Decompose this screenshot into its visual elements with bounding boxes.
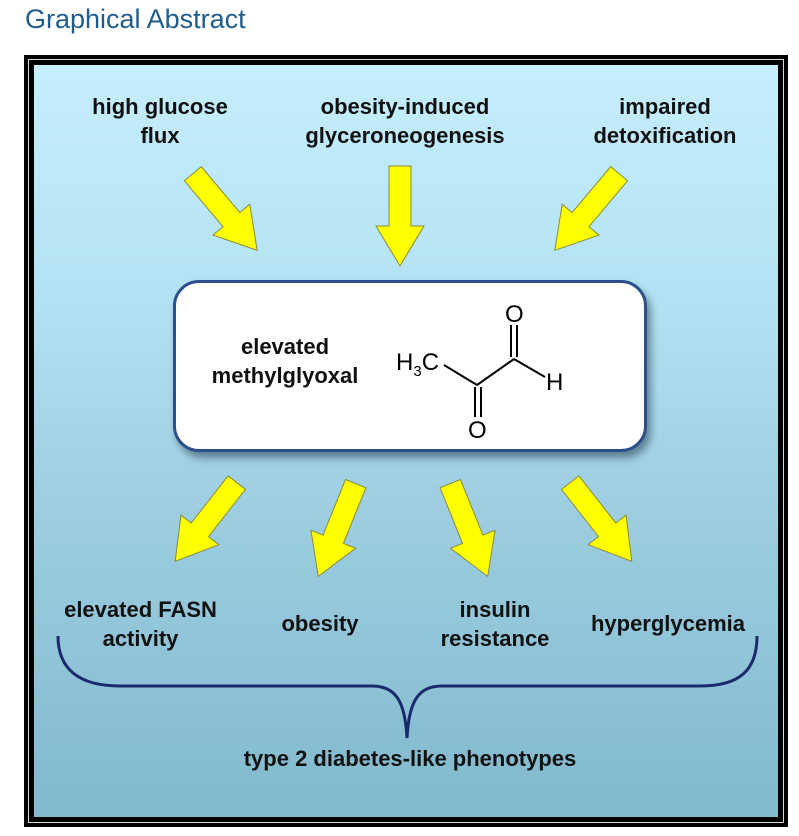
cause-label-line: high glucose <box>92 94 228 119</box>
effect-obesity: obesity <box>255 609 385 638</box>
effect-hyperglycemia: hyperglycemia <box>568 609 768 638</box>
cause-glyceroneogenesis: obesity-induced glyceroneogenesis <box>280 92 530 150</box>
cause-label-line: glyceroneogenesis <box>305 123 505 148</box>
effect-label-line: obesity <box>281 611 359 636</box>
cause-label-line: obesity-induced <box>320 94 490 119</box>
page-title: Graphical Abstract <box>25 4 246 34</box>
center-label-line: methylglyoxal <box>211 363 359 388</box>
effect-label-line: hyperglycemia <box>590 611 746 636</box>
effect-label-line: elevated FASN <box>64 597 217 622</box>
cause-label-line: impaired <box>619 94 711 119</box>
effect-label-line: activity <box>102 626 179 651</box>
center-label-line: elevated <box>240 334 330 359</box>
cause-high-glucose-flux: high glucose flux <box>75 92 245 150</box>
effect-label-line: insulin <box>459 597 531 622</box>
summary-label: type 2 diabetes-like phenotypes <box>243 746 577 771</box>
methylglyoxal-box <box>173 280 647 452</box>
effect-insulin-resistance: insulin resistance <box>415 595 575 653</box>
effect-fasn-activity: elevated FASN activity <box>48 595 233 653</box>
center-label: elevated methylglyoxal <box>200 332 370 390</box>
cause-label-line: detoxification <box>593 123 737 148</box>
effect-label-line: resistance <box>440 626 550 651</box>
cause-label-line: flux <box>140 123 180 148</box>
cause-impaired-detoxification: impaired detoxification <box>570 92 760 150</box>
